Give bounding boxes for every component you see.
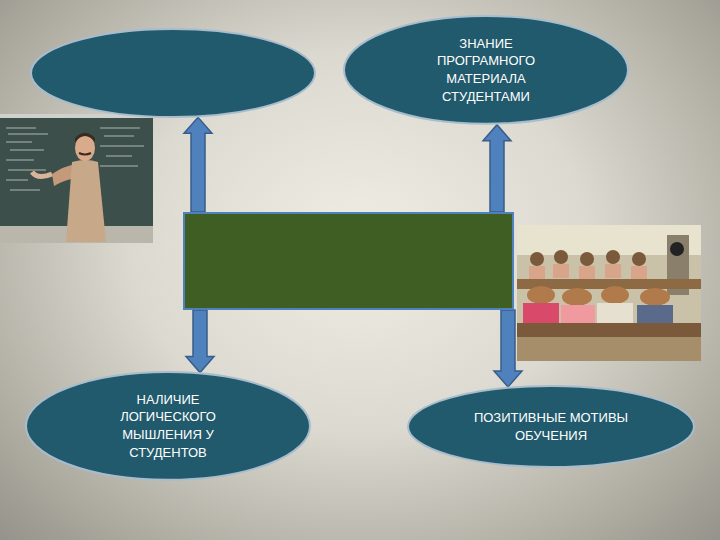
ellipse-outline <box>343 15 629 125</box>
ellipse-outline <box>407 385 695 468</box>
center-box <box>183 212 514 310</box>
text-holder: НАЛИЧИЕ ЛОГИЧЕСКОГО МЫШЛЕНИЯ У СТУДЕНТОВ <box>98 391 238 461</box>
ellipse-outline <box>25 371 311 481</box>
goal-ellipse: ЗНАНИЕ ПРОГРАМНОГО МАТЕРИАЛА СТУДЕНТАМИ <box>343 15 629 125</box>
text-holder: ЗНАНИЕ ПРОГРАМНОГО МАТЕРИАЛА СТУДЕНТАМИ <box>411 35 561 105</box>
node-label: ЗНАНИЕ ПРОГРАМНОГО МАТЕРИАЛА СТУДЕНТАМИ <box>411 35 561 105</box>
goal-ellipse <box>30 28 316 118</box>
goal-ellipse: ПОЗИТИВНЫЕ МОТИВЫ ОБУЧЕНИЯ <box>407 385 695 468</box>
goal-ellipse: НАЛИЧИЕ ЛОГИЧЕСКОГО МЫШЛЕНИЯ У СТУДЕНТОВ <box>25 371 311 481</box>
block-arrow <box>483 125 511 212</box>
text-holder: ПОЗИТИВНЫЕ МОТИВЫ ОБУЧЕНИЯ <box>456 409 646 444</box>
block-arrow <box>184 117 212 212</box>
block-arrow <box>494 310 522 387</box>
node-label: ПОЗИТИВНЫЕ МОТИВЫ ОБУЧЕНИЯ <box>456 409 646 444</box>
block-arrow <box>186 310 214 373</box>
node-label: НАЛИЧИЕ ЛОГИЧЕСКОГО МЫШЛЕНИЯ У СТУДЕНТОВ <box>98 391 238 461</box>
students-photo <box>517 225 701 361</box>
ellipse-outline <box>30 28 316 118</box>
teacher-photo <box>0 114 153 243</box>
